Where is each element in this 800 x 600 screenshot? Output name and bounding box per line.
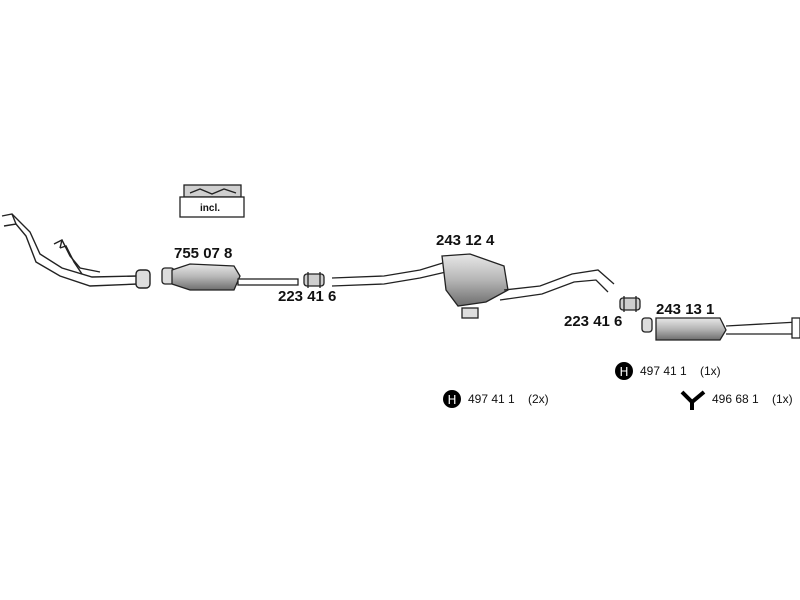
mount-qty: (1x) [700, 364, 721, 378]
mount-icon: H [615, 362, 633, 380]
part-number-243131: 243 13 1 [656, 301, 715, 318]
part-number-clamp-rear: 223 41 6 [564, 313, 623, 330]
catalytic-converter-icon [161, 263, 299, 291]
mount-qty: (2x) [528, 392, 549, 406]
part-number-755078: 755 07 8 [174, 245, 233, 262]
svg-text:H: H [619, 365, 628, 379]
hanger-icon [680, 390, 706, 410]
hanger-part-number: 496 68 1 [712, 392, 759, 406]
part-number-243124: 243 12 4 [436, 232, 495, 249]
mount-part-number: 497 41 1 [468, 392, 515, 406]
svg-text:H: H [447, 393, 456, 407]
mount-part-number: 497 41 1 [640, 364, 687, 378]
kit-badge-icon [179, 184, 245, 218]
front-pipe-icon [1, 213, 151, 289]
clamp-front-icon [303, 272, 325, 288]
mount-icon: H [443, 390, 461, 408]
hanger-qty: (1x) [772, 392, 793, 406]
clamp-rear-icon [619, 296, 641, 312]
part-number-clamp-front: 223 41 6 [278, 288, 337, 305]
middle-silencer-icon [331, 253, 615, 319]
rear-silencer-icon [641, 317, 800, 341]
kit-badge-label: incl. [200, 203, 221, 214]
